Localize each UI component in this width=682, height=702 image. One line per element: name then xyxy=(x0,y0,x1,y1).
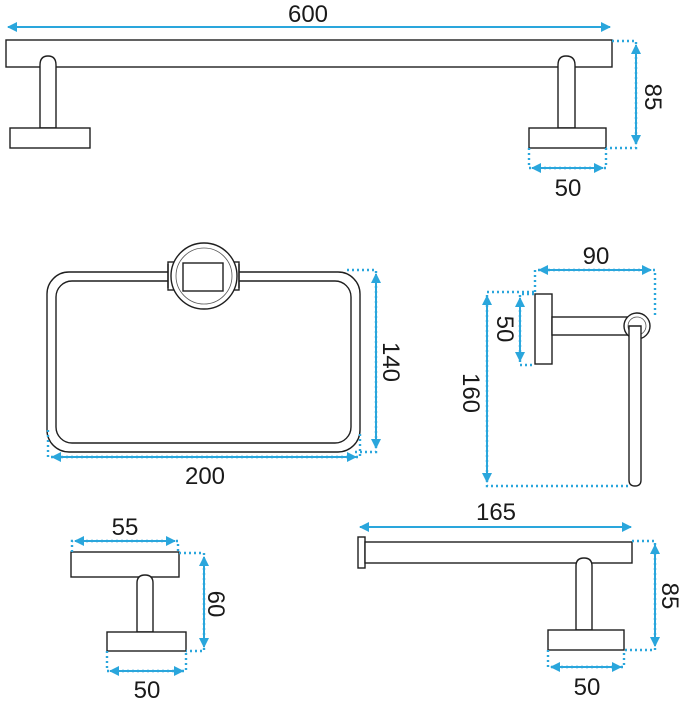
hook-base-label: 50 xyxy=(134,677,161,702)
hook-width-label: 55 xyxy=(112,514,139,541)
towel-ring-width-label: 200 xyxy=(185,463,225,490)
paper-depth-label: 85 xyxy=(656,583,682,610)
hook-post xyxy=(136,574,154,633)
towel-bar-length-label: 600 xyxy=(288,1,328,28)
paper-holder-rod xyxy=(364,541,633,564)
holder-hanging-rod xyxy=(628,325,642,487)
paper-holder-base xyxy=(547,629,625,651)
holder-plate-label: 50 xyxy=(491,316,518,343)
hook-width-guide xyxy=(70,539,180,552)
hook-top-bar xyxy=(70,551,180,578)
towel-ring-plate-inner xyxy=(175,247,233,305)
robe-hook-dimensions xyxy=(70,536,209,676)
hand-towel-holder-drawing xyxy=(534,293,651,487)
holder-plate-guide xyxy=(518,292,534,367)
towel-bar-base-label: 50 xyxy=(555,175,582,202)
hook-base xyxy=(106,631,187,652)
towel-bar-left-post xyxy=(39,55,57,129)
towel-ring-dimensions xyxy=(46,268,381,462)
holder-depth-label: 90 xyxy=(583,243,610,270)
hook-depth-label: 60 xyxy=(202,591,229,618)
towel-bar-depth-guide xyxy=(606,39,638,150)
holder-wall-plate xyxy=(534,293,553,365)
hook-depth-guide xyxy=(179,551,206,653)
towel-bar-dimensions xyxy=(7,22,641,173)
towel-ring-drawing xyxy=(46,242,361,453)
towel-bar-drawing xyxy=(5,39,613,149)
paper-base-guide xyxy=(546,650,626,669)
towel-bar-right-base xyxy=(528,127,607,149)
holder-arm xyxy=(551,316,633,336)
towel-ring-mount-block xyxy=(182,262,224,292)
paper-holder-dimensions xyxy=(359,522,660,672)
paper-holder-post xyxy=(575,557,593,631)
paper-length-label: 165 xyxy=(476,499,516,526)
paper-depth-guide xyxy=(624,539,657,652)
towel-ring-height-label: 140 xyxy=(377,342,404,382)
towel-bar-base-guide xyxy=(527,148,608,170)
towel-ring-width-guide xyxy=(46,430,362,459)
hook-base-guide xyxy=(105,651,188,673)
towel-bar-left-base xyxy=(9,127,91,149)
towel-bar-depth-label: 85 xyxy=(639,84,666,111)
paper-base-label: 50 xyxy=(574,674,601,701)
robe-hook-drawing xyxy=(70,551,187,652)
hand-towel-holder-dimensions xyxy=(482,265,657,488)
paper-holder-drawing xyxy=(357,536,633,651)
holder-height-label: 160 xyxy=(457,373,484,413)
holder-depth-guide xyxy=(533,268,657,318)
paper-holder-end-cap xyxy=(357,536,366,569)
towel-bar-rail xyxy=(5,39,613,68)
towel-bar-right-post xyxy=(557,55,576,129)
